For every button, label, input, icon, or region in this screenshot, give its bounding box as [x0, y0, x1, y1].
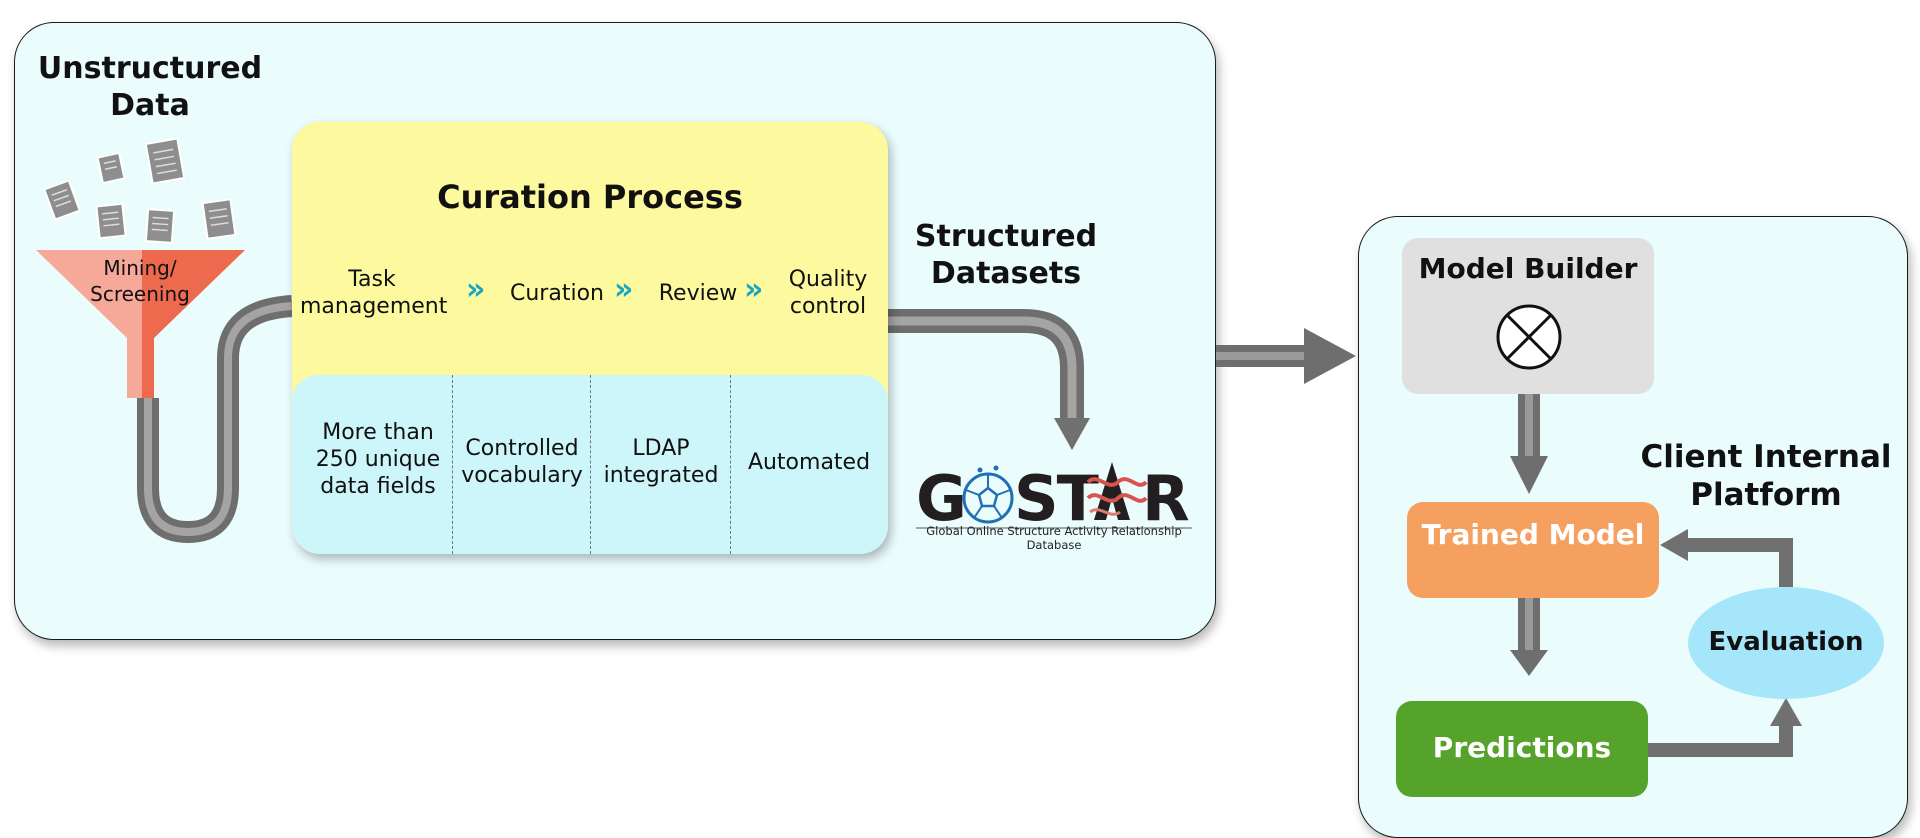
connector-layer [36, 137, 1802, 757]
evaluation-label: Evaluation [1708, 627, 1864, 657]
document-icon [43, 179, 81, 221]
document-icon [96, 151, 126, 185]
operator-x-circle-icon [1496, 304, 1562, 370]
chevron-right-icon: » [614, 272, 634, 307]
buckyball-icon [962, 465, 1014, 524]
curation-features-strip: More than 250 unique data fields Control… [292, 375, 888, 554]
feature-ldap-integrated: LDAP integrated [603, 436, 719, 488]
predictions-box: Predictions [1396, 701, 1648, 797]
arrow-down-to-gostar [1054, 418, 1090, 450]
funnel-icon [36, 250, 245, 398]
curation-process-title: Curation Process [437, 178, 743, 216]
curation-process-box: Curation Process Task management » Curat… [292, 122, 888, 554]
document-icon [144, 208, 176, 244]
client-internal-platform-title: Client Internal Platform [1640, 439, 1892, 513]
chevron-right-icon: » [744, 272, 764, 307]
structured-datasets-title: Structured Datasets [914, 219, 1098, 291]
pipe-curation-to-gostar [888, 309, 1084, 420]
svg-text:G: G [916, 462, 965, 535]
gostar-subtitle: Global Online Structure Activity Relatio… [926, 524, 1182, 552]
document-icon [144, 137, 186, 185]
predictions-label: Predictions [1432, 731, 1612, 764]
gostar-logo: G ST R [916, 462, 1192, 535]
feature-data-fields: More than 250 unique data fields [315, 420, 441, 499]
step-review: Review [658, 281, 738, 306]
model-builder-box: Model Builder [1402, 238, 1654, 394]
arrow-trained-to-predictions [1510, 598, 1548, 676]
step-task-management: Task management [300, 267, 448, 319]
arrow-predictions-to-evaluation [1648, 698, 1802, 757]
arrow-evaluation-to-trained [1660, 529, 1793, 587]
divider [730, 375, 731, 554]
model-builder-label: Model Builder [1418, 252, 1638, 285]
arrow-builder-to-trained [1510, 394, 1548, 494]
divider [452, 375, 453, 554]
svg-text:R: R [1142, 462, 1189, 535]
funnel-label: Mining/ Screening [90, 256, 190, 306]
svg-text:ST: ST [1014, 462, 1099, 535]
arrow-to-client-platform [1216, 328, 1356, 384]
document-icon [201, 198, 237, 240]
feature-automated: Automated [747, 450, 871, 475]
trained-model-label: Trained Model [1421, 518, 1645, 551]
chevron-right-icon: » [466, 272, 486, 307]
trained-model-box: Trained Model [1407, 502, 1659, 598]
step-curation: Curation [510, 281, 604, 306]
step-quality-control: Quality control [788, 267, 868, 319]
feature-controlled-vocabulary: Controlled vocabulary [461, 436, 583, 488]
unstructured-data-title: Unstructured Data [37, 51, 263, 123]
divider [590, 375, 591, 554]
document-icon [95, 202, 127, 240]
evaluation-ellipse: Evaluation [1688, 587, 1884, 699]
document-icons [43, 137, 237, 244]
pipe-funnel-to-curation [137, 295, 293, 544]
helix-icon [1086, 462, 1148, 520]
